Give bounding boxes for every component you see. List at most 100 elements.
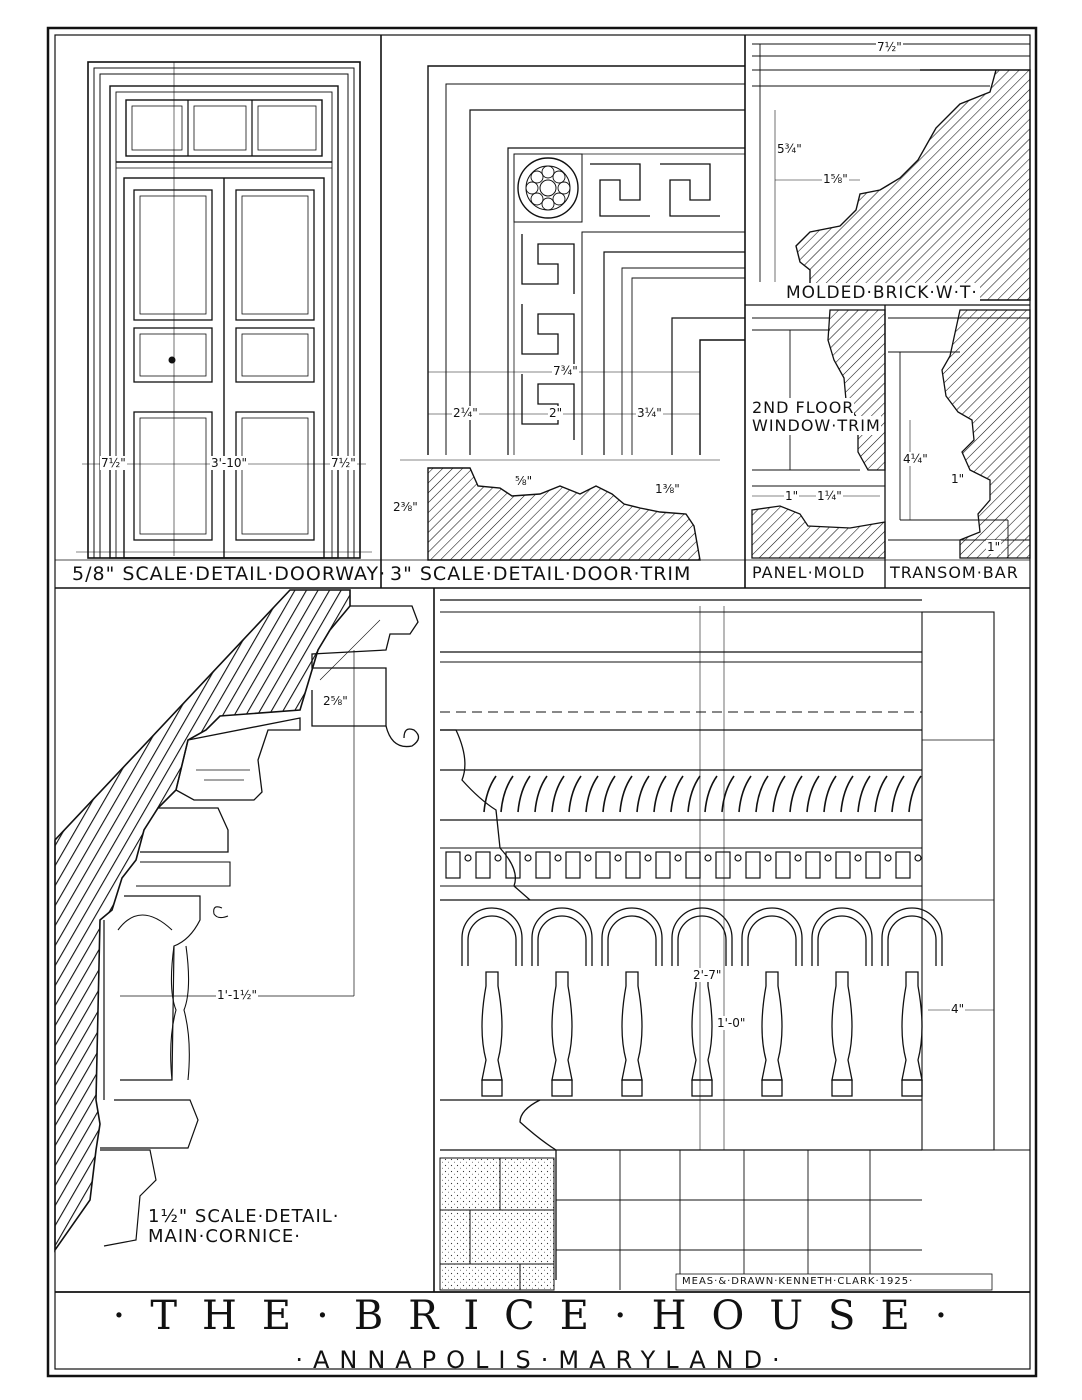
door-trim-detail [400, 65, 745, 461]
label-window-trim-1: 2ND FLOOR [752, 398, 855, 417]
dentil [475, 851, 491, 879]
drawing-credit: MEAS·&·DRAWN·KENNETH·CLARK·1925· [682, 1276, 914, 1287]
dentil-dot [464, 854, 472, 862]
transom-bar-detail [888, 309, 1031, 559]
dentil [535, 851, 551, 879]
gadroon-stroke [602, 775, 616, 813]
gadroon-stroke [738, 775, 752, 813]
label-window-trim-2: WINDOW·TRIM [752, 416, 881, 435]
outer-border [46, 26, 1038, 1378]
arch-inner [747, 915, 797, 966]
drawing-title: ·THE·BRICE·HOUSE· [112, 1293, 973, 1339]
arch-inner [607, 915, 657, 966]
gadroon-stroke [483, 775, 497, 813]
dentil [625, 851, 641, 879]
label-cornice-1: 1½" SCALE·DETAIL· [148, 1206, 340, 1227]
dentil-dot [494, 854, 502, 862]
dentil-dot [644, 854, 652, 862]
arch [811, 907, 873, 966]
gadroon-stroke [653, 775, 667, 813]
baluster [831, 971, 853, 1081]
baluster-base [901, 1079, 923, 1097]
dim-cornice-projection: 1'-1½" [216, 988, 259, 1002]
dentil-dot [794, 854, 802, 862]
dim-door-width: 3'-10" [210, 456, 249, 470]
dentil-dot [914, 854, 922, 862]
gadroon-stroke [789, 775, 803, 813]
gadroon-stroke [517, 775, 531, 813]
doorway-elevation [76, 61, 372, 559]
gadroon-stroke [840, 775, 854, 813]
dim-panel-a: 1" [784, 489, 800, 503]
inner-border [54, 34, 1031, 1370]
dim-transom-a: 4¼" [902, 452, 929, 466]
dentil-dot [674, 854, 682, 862]
arch-inner [467, 915, 517, 966]
dentil [835, 851, 851, 879]
dentil-dot [884, 854, 892, 862]
dim-trim-total: 7¾" [552, 364, 579, 378]
gadroon-band [483, 775, 922, 813]
dim-transom-b: 1" [950, 472, 966, 486]
molded-brick-detail [752, 43, 1031, 301]
dim-cornice-right: 4" [950, 1002, 966, 1016]
gadroon-stroke [704, 775, 718, 813]
dentil [505, 851, 521, 879]
arch [531, 907, 593, 966]
label-molded-brick: MOLDED·BRICK·W·T· [784, 283, 980, 303]
gadroon-stroke [823, 775, 837, 813]
gadroon-stroke [721, 775, 735, 813]
gadroon-stroke [568, 775, 582, 813]
dentil-dot [764, 854, 772, 862]
gadroon-stroke [636, 775, 650, 813]
dentil [745, 851, 761, 879]
baluster [551, 971, 573, 1081]
dim-panel-b: 1¼" [816, 489, 843, 503]
gadroon-stroke [772, 775, 786, 813]
cornice-elevation [440, 599, 995, 1280]
gadroon-stroke [857, 775, 871, 813]
dentil [685, 851, 701, 879]
dim-door-casing-left: 7½" [100, 456, 127, 470]
baluster-base [621, 1079, 643, 1097]
baluster-base [481, 1079, 503, 1097]
baluster-base [761, 1079, 783, 1097]
gadroon-stroke [551, 775, 565, 813]
label-cornice-2: MAIN·CORNICE· [148, 1226, 302, 1247]
label-doorway: 5/8" SCALE·DETAIL·DOORWAY· [72, 563, 387, 585]
arch [741, 907, 803, 966]
baluster [481, 971, 503, 1081]
door-trim-section [427, 467, 701, 561]
dentil [805, 851, 821, 879]
baluster-base [831, 1079, 853, 1097]
gadroon-stroke [585, 775, 599, 813]
dim-trim-d: 2⅜" [392, 500, 419, 514]
dim-door-casing-right: 7½" [330, 456, 357, 470]
baluster [761, 971, 783, 1081]
baluster [901, 971, 923, 1081]
dim-trim-a: 2¼" [452, 406, 479, 420]
arch-inner [817, 915, 867, 966]
dentil-band [445, 851, 922, 879]
gadroon-stroke [908, 775, 922, 813]
arcade-band [461, 907, 943, 1097]
gadroon-stroke [891, 775, 905, 813]
dim-cornice-height: 2'-7" [692, 968, 723, 982]
dentil-dot [854, 854, 862, 862]
dim-trim-b: 2" [548, 406, 564, 420]
dim-cornice-block: 2⅝" [322, 694, 349, 708]
dentil [595, 851, 611, 879]
dentil-dot [614, 854, 622, 862]
label-transom-bar: TRANSOM·BAR [890, 563, 1019, 582]
dim-brick-b: 1⅝" [822, 172, 849, 186]
arch [461, 907, 523, 966]
brick-wall [439, 1149, 1030, 1291]
arch-inner [537, 915, 587, 966]
dim-trim-e: 1⅜" [654, 482, 681, 496]
dentil [865, 851, 881, 879]
drawing-subtitle: ·ANNAPOLIS·MARYLAND· [295, 1346, 790, 1374]
baluster [621, 971, 643, 1081]
dim-trim-f: ⅝" [514, 474, 534, 488]
dentil [565, 851, 581, 879]
